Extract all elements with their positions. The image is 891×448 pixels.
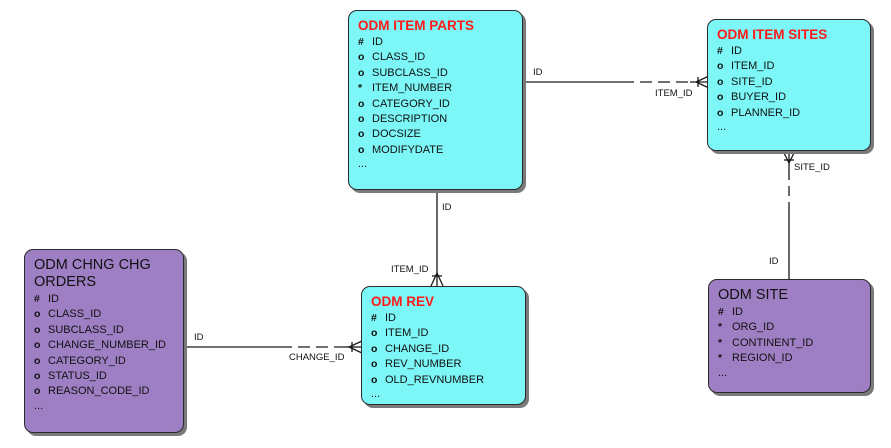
more-attributes: ... bbox=[34, 399, 44, 412]
entity-title: ODM CHNG CHG ORDERS bbox=[34, 257, 151, 290]
relationship-change-orders-rev bbox=[186, 340, 363, 354]
relationship-label-from: ID bbox=[533, 67, 543, 78]
relationship-item-parts-rev bbox=[430, 190, 444, 287]
relationship-label-to: SITE_ID bbox=[794, 162, 830, 173]
more-attributes: ... bbox=[717, 121, 727, 134]
attribute-row: #ID bbox=[371, 312, 396, 324]
relationship-label-to: ITEM_ID bbox=[655, 88, 693, 99]
attribute-row: *CONTINENT_ID bbox=[718, 336, 814, 349]
attribute-row: #ID bbox=[717, 45, 742, 57]
entity-title: ODM SITE bbox=[718, 287, 789, 303]
attribute-row: *REGION_ID bbox=[718, 352, 793, 365]
relationship-label-from: ID bbox=[442, 202, 452, 213]
attribute-row: *ITEM_NUMBER bbox=[358, 82, 453, 95]
attribute-row: #ID bbox=[718, 306, 743, 318]
relationship-item-parts-item-sites bbox=[523, 75, 710, 89]
attribute-row: #ID bbox=[358, 36, 383, 48]
more-attributes: ... bbox=[358, 158, 368, 171]
relationship-label-from: ID bbox=[194, 332, 204, 343]
entity-title: ODM REV bbox=[371, 294, 435, 309]
entity-odm-site[interactable]: ODM SITE #ID *ORG_ID *CONTINENT_ID *REGI… bbox=[708, 279, 871, 393]
more-attributes: ... bbox=[371, 388, 381, 401]
attribute-row: *ORG_ID bbox=[718, 321, 775, 334]
entity-title: ODM ITEM SITES bbox=[717, 27, 828, 42]
relationship-label-to: ITEM_ID bbox=[391, 264, 429, 275]
relationship-item-sites-site bbox=[782, 150, 796, 279]
attribute-row: #ID bbox=[34, 293, 59, 305]
relationship-label-from: ID bbox=[769, 256, 779, 267]
relationship-label-to: CHANGE_ID bbox=[289, 352, 345, 363]
more-attributes: ... bbox=[718, 366, 728, 379]
entity-title: ODM ITEM PARTS bbox=[358, 18, 474, 33]
